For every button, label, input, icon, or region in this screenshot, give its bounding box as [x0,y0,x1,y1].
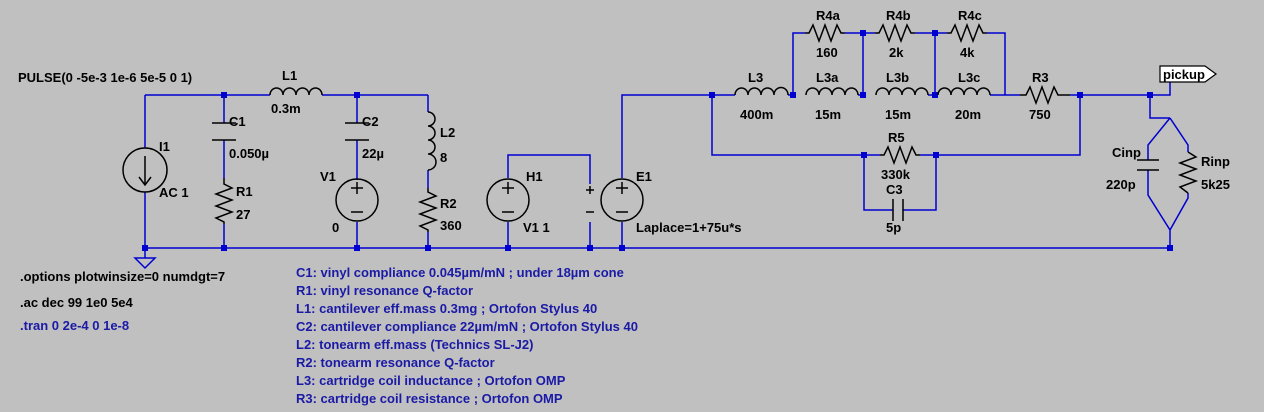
inductor-L1[interactable] [269,87,323,96]
L3-value: 400m [740,107,773,122]
L3a-name: L3a [816,70,839,85]
R2-name: R2 [440,196,457,211]
inductor-L3c[interactable] [937,87,991,96]
R5-value: 330k [881,167,911,182]
comment-line[interactable]: C2: cantilever compliance 22µm/mN ; Orto… [296,319,638,334]
Rinp-name: Rinp [1201,154,1230,169]
V1-value: 0 [332,220,339,235]
capacitor-C3[interactable] [892,199,904,221]
R4a-name: R4a [816,8,841,23]
resistor-R4a[interactable] [805,22,845,44]
C3-value: 5p [886,220,901,235]
comment-line[interactable]: L3: cartridge coil inductance ; Ortofon … [296,373,566,388]
I1-name: I1 [159,139,170,154]
pulse-directive[interactable]: PULSE(0 -5e-3 1e-6 5e-5 0 1) [18,70,192,85]
R1-value: 27 [236,207,250,222]
L1-value: 0.3m [271,101,301,116]
Cinp-value: 220p [1106,177,1136,192]
R4b-value: 2k [889,45,904,60]
R4c-name: R4c [958,8,982,23]
comment-line[interactable]: L1: cantilever eff.mass 0.3mg ; Ortofon … [296,301,597,316]
comment-block: C1: vinyl compliance 0.045µm/mN ; under … [296,265,638,406]
options-directive[interactable]: .options plotwinsize=0 numdgt=7 [20,269,225,284]
L3b-value: 15m [885,107,911,122]
L2-name: L2 [440,125,455,140]
I1-value: AC 1 [159,185,189,200]
tran-directive[interactable]: .tran 0 2e-4 0 1e-8 [20,318,129,333]
comment-line[interactable]: R1: vinyl resonance Q-factor [296,283,473,298]
C2-name: C2 [362,114,379,129]
C2-value: 22µ [362,146,384,161]
resistor-R5[interactable] [880,144,920,166]
vcvs-E1[interactable] [586,178,644,222]
R4b-name: R4b [886,8,911,23]
H1-name: H1 [526,169,543,184]
inductor-L3b[interactable] [875,87,929,96]
E1-name: E1 [636,169,652,184]
ground-symbol [133,257,157,270]
V1-name: V1 [320,169,336,184]
ac-directive[interactable]: .ac dec 99 1e0 5e4 [20,295,134,310]
capacitor-C2[interactable] [345,122,369,141]
R3-name: R3 [1032,70,1049,85]
R4c-value: 4k [960,45,975,60]
comment-line[interactable]: R2: tonearm resonance Q-factor [296,355,495,370]
inductor-L3[interactable] [734,86,789,96]
L3b-name: L3b [886,70,909,85]
comment-line[interactable]: R3: cartridge coil resistance ; Ortofon … [296,391,563,406]
pickup-label: pickup [1163,67,1205,82]
resistor-R4b[interactable] [875,22,915,44]
resistor-R1[interactable] [213,178,235,224]
inductor-L2[interactable] [427,111,437,171]
L2-value: 8 [440,150,447,165]
R2-value: 360 [440,218,462,233]
junction-nodes [142,30,1173,251]
L1-name: L1 [282,68,297,83]
L3c-value: 20m [955,107,981,122]
R1-name: R1 [236,184,253,199]
L3a-value: 15m [815,107,841,122]
resistor-R3[interactable] [1020,84,1070,106]
R3-value: 750 [1029,107,1051,122]
C1-value: 0.050µ [229,146,269,161]
C3-name: C3 [886,182,903,197]
voltage-source-V1[interactable] [335,178,379,222]
L3-name: L3 [748,70,763,85]
comment-line[interactable]: C1: vinyl compliance 0.045µm/mN ; under … [296,265,624,280]
C1-name: C1 [229,114,246,129]
capacitor-Cinp[interactable] [1137,159,1159,171]
comment-line[interactable]: L2: tonearm eff.mass (Technics SL-J2) [296,337,533,352]
L3c-name: L3c [958,70,980,85]
R5-name: R5 [888,130,905,145]
inductor-L3a[interactable] [805,87,859,96]
resistor-Rinp[interactable] [1177,151,1199,194]
resistor-R2[interactable] [417,188,439,232]
R4a-value: 160 [816,45,838,60]
resistor-R4c[interactable] [947,22,987,44]
net-label-pickup[interactable]: pickup [1159,65,1218,83]
ccvs-H1[interactable] [486,178,530,222]
Rinp-value: 5k25 [1201,177,1230,192]
capacitor-C1[interactable] [212,122,236,141]
current-source-I1[interactable] [122,147,168,193]
H1-value: V1 1 [523,220,550,235]
E1-value: Laplace=1+75u*s [636,220,742,235]
Cinp-name: Cinp [1112,145,1141,160]
